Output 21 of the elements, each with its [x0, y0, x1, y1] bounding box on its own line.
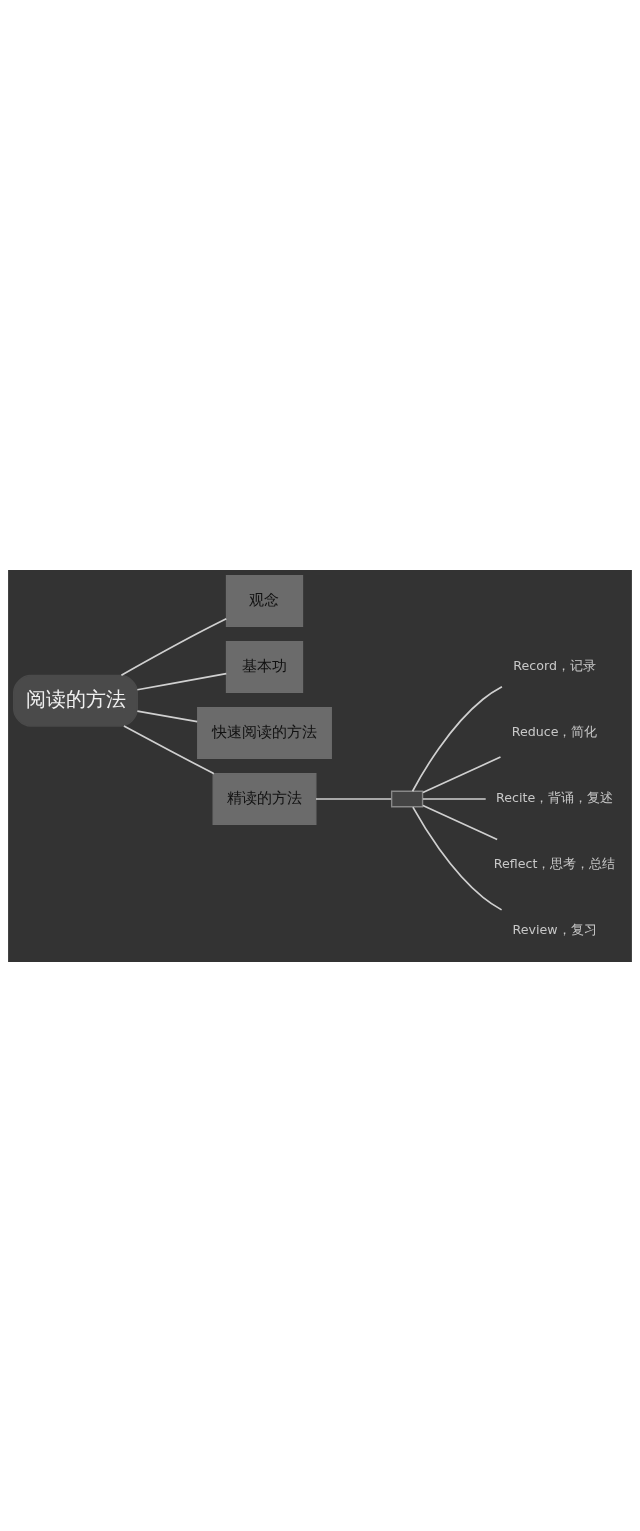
node-box: 精读的方法: [212, 772, 317, 825]
connector: [422, 755, 502, 793]
node-text: Review，复习: [512, 921, 597, 937]
connector: [123, 724, 215, 775]
connector: [315, 797, 392, 800]
connector: [422, 797, 487, 800]
node-box: 快速阅读的方法: [197, 706, 332, 759]
node-box: [390, 790, 424, 807]
node-box: 阅读的方法: [13, 674, 139, 727]
connector: [136, 709, 198, 722]
node-text: Record，记录: [513, 657, 596, 673]
connector: [412, 805, 503, 911]
node-text: Reflect，思考，总结: [493, 855, 616, 871]
connector: [422, 804, 498, 840]
connector: [411, 685, 503, 792]
node-box: 观念: [225, 574, 304, 627]
node-text: Recite，背诵，复述: [496, 789, 614, 805]
node-text: Reduce，简化: [511, 723, 598, 739]
connector: [120, 617, 228, 676]
node-box: 基本功: [225, 640, 304, 693]
connector: [136, 672, 228, 691]
